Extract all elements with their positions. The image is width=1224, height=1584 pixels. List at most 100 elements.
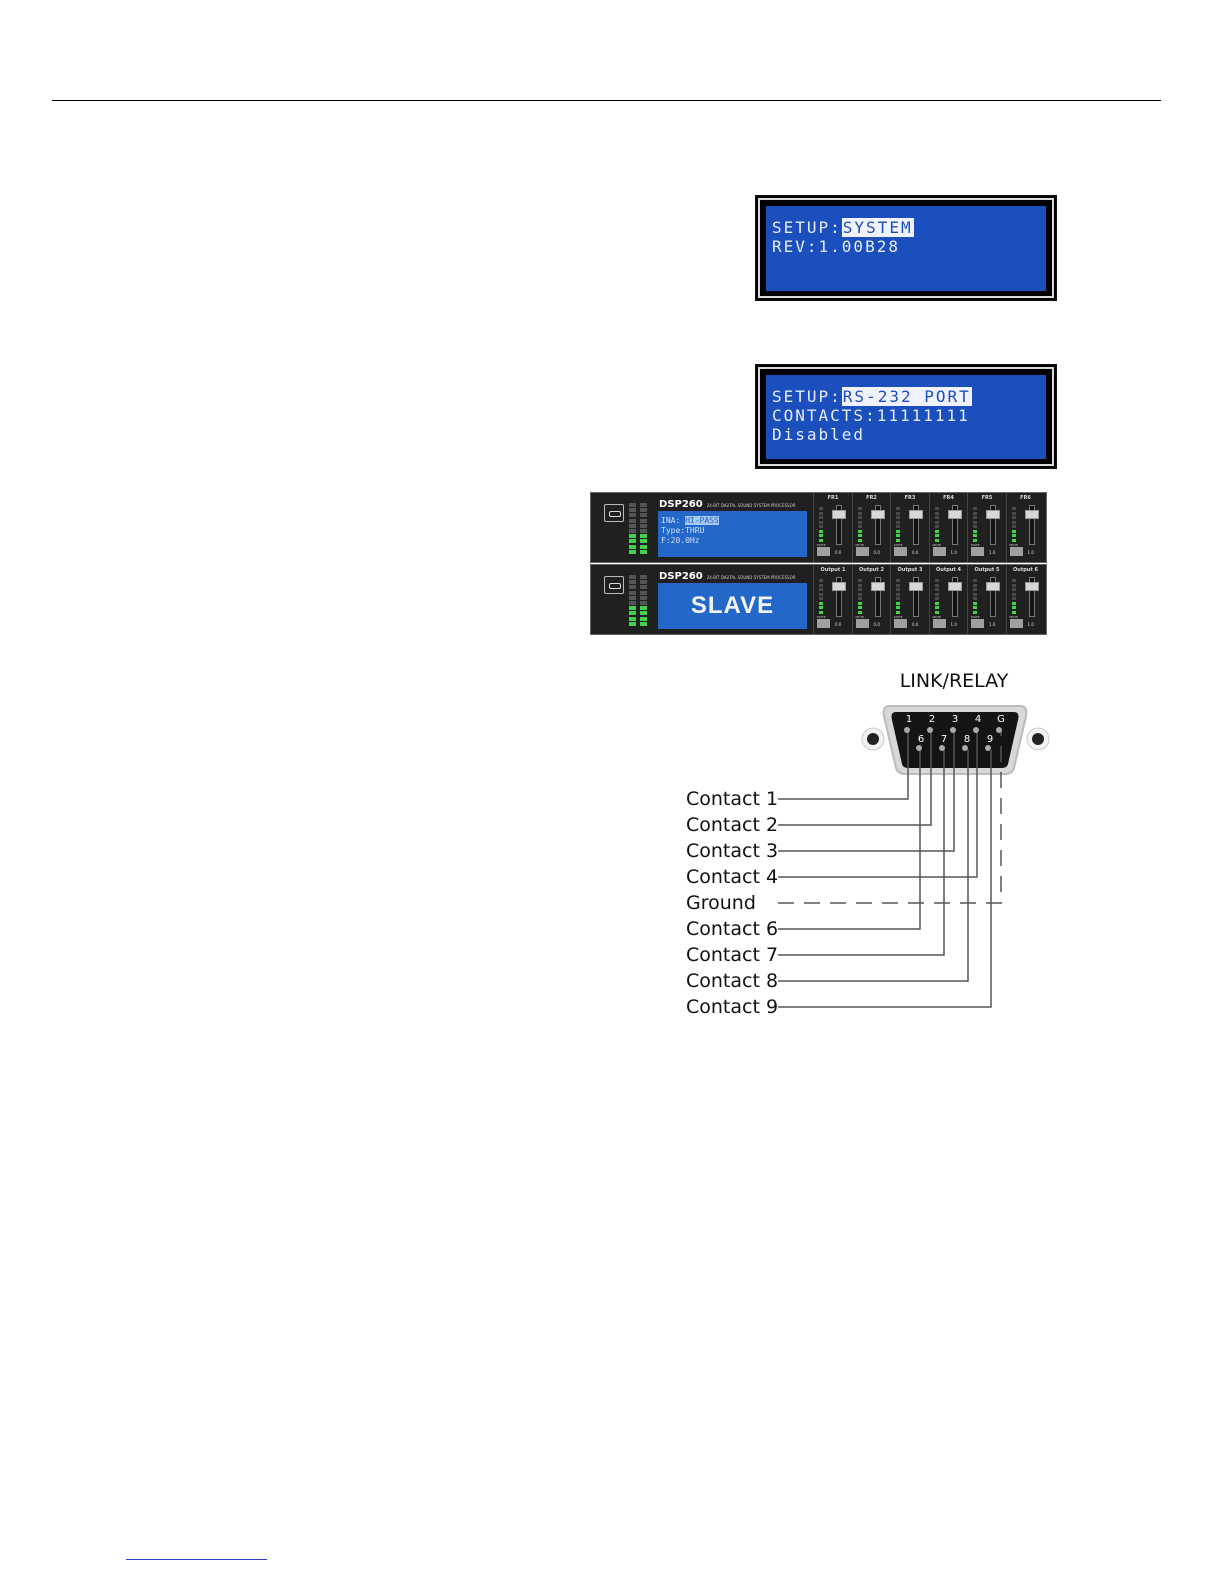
footer-link[interactable] (126, 1559, 267, 1560)
fader-handle[interactable] (1024, 510, 1039, 519)
meter-segment (629, 595, 636, 600)
fader-track[interactable] (836, 505, 842, 545)
fader-track[interactable] (836, 577, 842, 617)
gain-readout: 0.0 (873, 550, 880, 555)
mute-button[interactable] (971, 619, 984, 628)
fader-handle[interactable] (909, 582, 923, 591)
contact-label: Contact 4 (686, 866, 778, 888)
pin-contact (904, 727, 910, 733)
fader-handle[interactable] (832, 510, 846, 519)
fader-track[interactable] (951, 505, 958, 545)
meter-segment (640, 601, 647, 605)
gain-readout: 0.0 (912, 622, 919, 627)
meter-segment (819, 597, 823, 600)
meter-segment (934, 597, 939, 600)
fader-track[interactable] (1028, 505, 1035, 545)
channel-meter (857, 579, 862, 615)
mute-button[interactable] (817, 619, 830, 628)
lcd-rs232-contacts: CONTACTS:11111111 (772, 406, 970, 425)
meter-segment (934, 583, 939, 587)
meter-segment (896, 597, 900, 600)
channel-label: Output 1 (820, 567, 846, 573)
lcd-rs232-prefix: SETUP: (772, 387, 842, 406)
meter-segment (640, 503, 647, 507)
meter-segment (819, 588, 823, 591)
mute-button[interactable] (932, 619, 946, 628)
fader-track[interactable] (1028, 577, 1035, 617)
mute-button[interactable] (971, 547, 984, 556)
channel-meter (1011, 579, 1016, 615)
fader-track[interactable] (874, 577, 881, 617)
fader-track[interactable] (913, 577, 919, 617)
meter-segment (896, 507, 900, 510)
mute-button[interactable] (894, 547, 907, 556)
meter-segment (934, 511, 939, 515)
fader-track[interactable] (874, 505, 881, 545)
mute-label: MUTE (971, 615, 980, 619)
meter-segment (973, 511, 977, 515)
pin-number: 2 (929, 714, 935, 725)
fader-handle[interactable] (832, 582, 846, 591)
mute-label: MUTE (894, 543, 903, 547)
contact-label: Contact 9 (686, 996, 778, 1018)
channel-label: FR6 (1020, 495, 1031, 501)
brand-subtitle: 24-BIT DIGITAL SOUND SYSTEM PROCESSOR (706, 503, 796, 508)
meter-segment (629, 621, 636, 626)
mute-button[interactable] (894, 619, 907, 628)
channel-label: Output 4 (936, 567, 961, 573)
fader-handle[interactable] (870, 510, 885, 519)
meter-segment (1011, 588, 1016, 591)
meter-segment (1011, 583, 1016, 587)
meter-segment (896, 592, 900, 596)
mute-button[interactable] (855, 619, 869, 628)
meter-segment (896, 601, 900, 605)
meter-segment (1011, 606, 1016, 609)
fader-track[interactable] (951, 577, 958, 617)
ground-wire (778, 732, 1002, 904)
mute-button[interactable] (817, 547, 830, 556)
gain-readout: 1.0 (1027, 550, 1034, 555)
meter-segment (934, 525, 939, 528)
fader-handle[interactable] (986, 510, 1000, 519)
channel-label: FR4 (943, 495, 954, 501)
fader-handle[interactable] (947, 582, 962, 591)
meter-segment (857, 601, 862, 605)
meter-segment (896, 534, 900, 537)
mute-label: MUTE (894, 615, 903, 619)
mute-button[interactable] (932, 547, 946, 556)
meter-segment (973, 601, 977, 605)
mute-button[interactable] (1009, 547, 1023, 556)
meter-segment (857, 588, 862, 591)
meter-segment (973, 597, 977, 600)
channel-meter (1011, 507, 1016, 543)
mute-label: MUTE (855, 543, 865, 547)
mute-button[interactable] (1009, 619, 1023, 628)
pin-number: 6 (918, 734, 924, 745)
channel-label: Output 6 (1013, 567, 1038, 573)
fader-handle[interactable] (1024, 582, 1039, 591)
fader-handle[interactable] (870, 582, 885, 591)
fader-track[interactable] (990, 505, 996, 545)
meter-segment (629, 575, 636, 579)
pin-number: 8 (964, 734, 970, 745)
mute-button[interactable] (855, 547, 869, 556)
meter-segment (857, 529, 862, 533)
fader-handle[interactable] (947, 510, 962, 519)
lcd-system-prefix: SETUP: (772, 218, 842, 237)
meter-segment (857, 525, 862, 528)
fader-handle[interactable] (909, 510, 923, 519)
meter-segment (934, 529, 939, 533)
meter-segment (819, 525, 823, 528)
fader-handle[interactable] (986, 582, 1000, 591)
brand-subtitle: 24-BIT DIGITAL SOUND SYSTEM PROCESSOR (706, 575, 796, 580)
fader-track[interactable] (990, 577, 996, 617)
fader-track[interactable] (913, 505, 919, 545)
meter-segment (857, 538, 862, 542)
meter-segment (973, 579, 977, 582)
meter-segment (629, 539, 636, 544)
meter-segment (973, 610, 977, 614)
